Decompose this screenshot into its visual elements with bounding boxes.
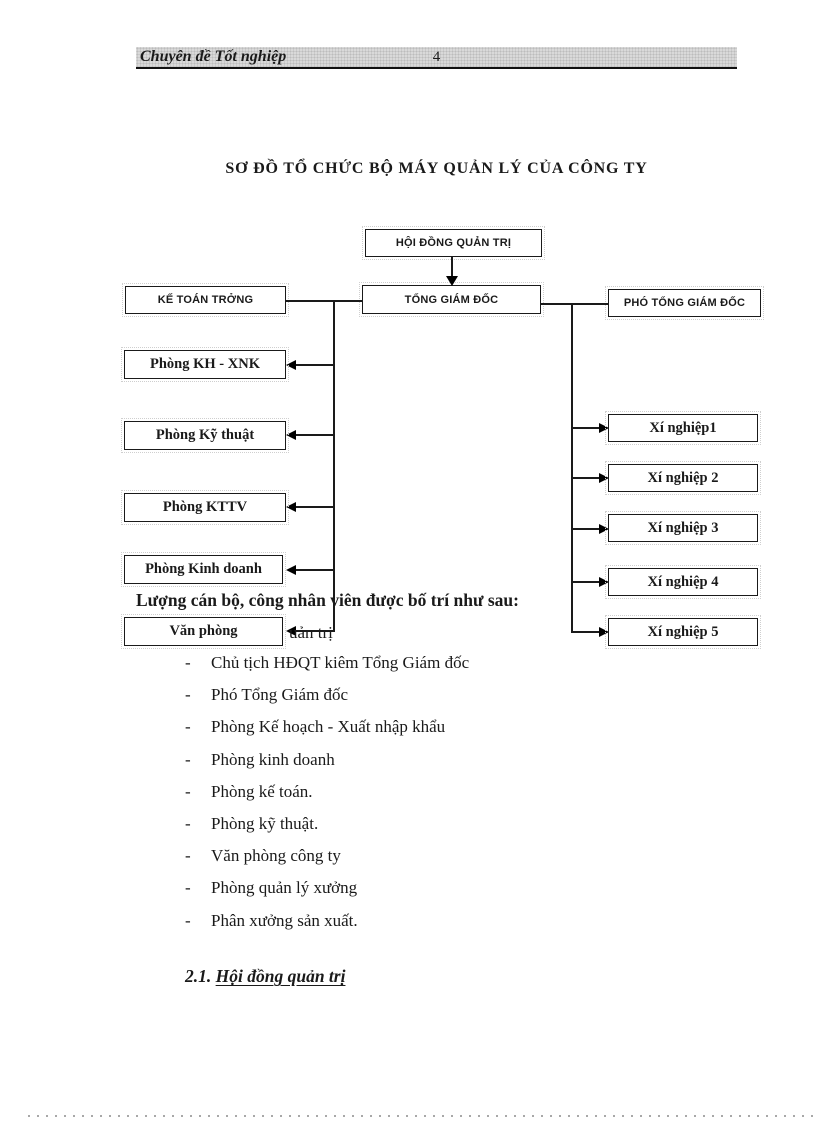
staff-list: - Chủ tịch HĐQT kiêm Tổng Giám đốc - Phó… [185, 653, 605, 943]
section-number: 2.1. [185, 966, 212, 986]
list-item-text: Văn phòng công ty [211, 846, 341, 866]
org-box-factory-4: Xí nghiệp 4 [605, 565, 761, 599]
list-item-text: Phòng quản lý xưởng [211, 878, 358, 898]
arrow-left-icon [286, 627, 333, 635]
list-dash: - [185, 846, 191, 866]
list-item-text: Phòng kinh doanh [211, 749, 335, 769]
intro-sentence: Lượng cán bộ, công nhân viên được bố trí… [136, 590, 519, 610]
list-dash: - [185, 878, 191, 898]
list-item-text: Chủ tịch HĐQT kiêm Tổng Giám đốc [211, 653, 470, 672]
list-item: - Phòng kỹ thuật. [185, 814, 605, 846]
list-item: - Phòng Kế hoạch - Xuất nhập khẩu [185, 717, 605, 749]
section-title: Hội đồng quản trị [215, 966, 346, 986]
list-item: - Phân xưởng sản xuất. [185, 911, 605, 943]
list-dash: - [185, 781, 191, 801]
list-item: - Phó Tổng Giám đốc [185, 685, 605, 717]
arrow-right-icon [571, 474, 609, 482]
overlapped-text-fragment: uản trị [289, 623, 333, 642]
footer-dotted-line [28, 1115, 816, 1117]
arrow-right-icon [571, 525, 609, 533]
arrow-left-icon [286, 361, 333, 369]
org-box-deputy-director: PHÓ TỔNG GIÁM ĐỐC [605, 286, 764, 320]
org-box-planning-import-export: Phòng KH - XNK [121, 347, 289, 382]
page-header-title: Chuyên đề Tốt nghiệp [140, 48, 287, 65]
list-dash: - [185, 813, 191, 833]
page-number: 4 [432, 49, 441, 65]
list-item: - Phòng quản lý xưởng [185, 878, 605, 910]
arrowhead-down-icon [446, 276, 458, 286]
arrow-right-icon [571, 424, 609, 432]
list-dash: - [185, 685, 191, 705]
org-box-business-dept: Phòng Kinh doanh [121, 552, 286, 587]
page-header-bar: Chuyên đề Tốt nghiệp 4 [136, 47, 737, 69]
list-dash: - [185, 717, 191, 737]
list-dash: - [185, 653, 191, 672]
org-box-board: HỘI ĐỒNG QUẢN TRỊ [362, 226, 545, 260]
org-box-factory-1: Xí nghiệp1 [605, 411, 761, 445]
org-box-factory-3: Xí nghiệp 3 [605, 511, 761, 545]
list-item-text: Phòng kỹ thuật. [211, 813, 319, 833]
list-item-text: Phó Tổng Giám đốc [211, 685, 349, 705]
org-box-general-director: TỔNG GIÁM ĐỐC [359, 282, 544, 317]
document-title: SƠ ĐỒ TỔ CHỨC BỘ MÁY QUẢN LÝ CỦA CÔNG TY [225, 160, 648, 177]
arrow-left-icon [286, 431, 333, 439]
list-item: - Phòng kinh doanh [185, 750, 605, 782]
list-item-text: Phân xưởng sản xuất. [211, 910, 358, 930]
list-item: - Phòng kế toán. [185, 782, 605, 814]
org-box-office: Văn phòng [121, 614, 286, 649]
org-box-factory-5: Xí nghiệp 5 [605, 615, 761, 649]
list-item: - Văn phòng công ty [185, 846, 605, 878]
connector-director-to-deputy [541, 303, 608, 305]
connector-root-to-director [451, 257, 453, 278]
org-box-factory-2: Xí nghiệp 2 [605, 461, 761, 495]
org-box-technical-dept: Phòng Kỹ thuật [121, 418, 289, 453]
arrow-left-icon [286, 566, 333, 574]
arrow-right-icon [571, 578, 609, 586]
list-dash: - [185, 910, 191, 930]
section-heading: 2.1. Hội đồng quản trị [185, 966, 345, 987]
connector-left-trunk [333, 300, 335, 632]
list-item: - Chủ tịch HĐQT kiêm Tổng Giám đốc [185, 653, 605, 685]
org-box-chief-accountant: KẾ TOÁN TRỞNG [122, 283, 289, 317]
arrow-left-icon [286, 503, 333, 511]
connector-director-to-accountant [286, 300, 362, 302]
list-dash: - [185, 749, 191, 769]
list-item-text: Phòng Kế hoạch - Xuất nhập khẩu [211, 717, 446, 737]
connector-right-trunk [571, 303, 573, 633]
list-item-text: Phòng kế toán. [211, 781, 313, 801]
org-box-kttv-dept: Phòng KTTV [121, 490, 289, 525]
arrow-right-icon [571, 628, 609, 636]
